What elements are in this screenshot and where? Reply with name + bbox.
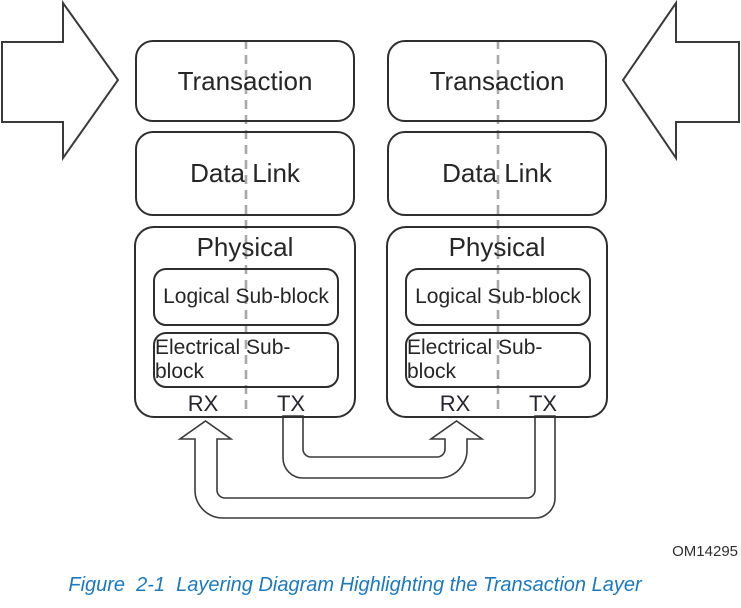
inbound-arrow-right-icon xyxy=(1,0,120,162)
right-tx-to-left-rx-arrow-icon xyxy=(177,415,556,519)
right-data-link-layer-box: Data Link xyxy=(387,131,607,216)
left-transaction-label: Transaction xyxy=(177,65,313,96)
left-electrical-subblock-box: Electrical Sub-block xyxy=(153,332,339,388)
right-logical-subblock-box: Logical Sub-block xyxy=(405,268,591,326)
left-electrical-subblock-label: Electrical Sub-block xyxy=(155,336,291,383)
right-data-link-label: Data Link xyxy=(442,158,552,188)
inbound-arrow-left-icon xyxy=(621,0,740,162)
left-logical-subblock-box: Logical Sub-block xyxy=(153,268,339,326)
right-tx-label: TX xyxy=(528,391,558,416)
left-tx-to-right-rx-arrow-icon xyxy=(282,415,485,479)
left-rx-label: RX xyxy=(187,391,219,416)
right-logical-subblock-label: Logical Sub-block xyxy=(415,285,581,308)
left-logical-subblock-label: Logical Sub-block xyxy=(163,285,329,308)
left-physical-layer-box: Physical xyxy=(134,226,356,418)
right-physical-label: Physical xyxy=(448,232,546,262)
right-physical-layer-box: Physical xyxy=(386,226,608,418)
left-physical-label: Physical xyxy=(196,232,294,262)
figure-caption: Figure 2-1 Layering Diagram Highlighting… xyxy=(68,574,642,596)
plate-id: OM14295 xyxy=(672,543,738,560)
left-data-link-label: Data Link xyxy=(190,158,300,188)
right-transaction-label: Transaction xyxy=(429,65,565,96)
right-rx-label: RX xyxy=(439,391,471,416)
left-tx-label: TX xyxy=(276,391,306,416)
left-data-link-layer-box: Data Link xyxy=(135,131,355,216)
right-electrical-subblock-label: Electrical Sub-block xyxy=(407,336,543,383)
right-electrical-subblock-box: Electrical Sub-block xyxy=(405,332,591,388)
left-transaction-layer-box: Transaction xyxy=(135,40,355,122)
right-transaction-layer-box: Transaction xyxy=(387,40,607,122)
